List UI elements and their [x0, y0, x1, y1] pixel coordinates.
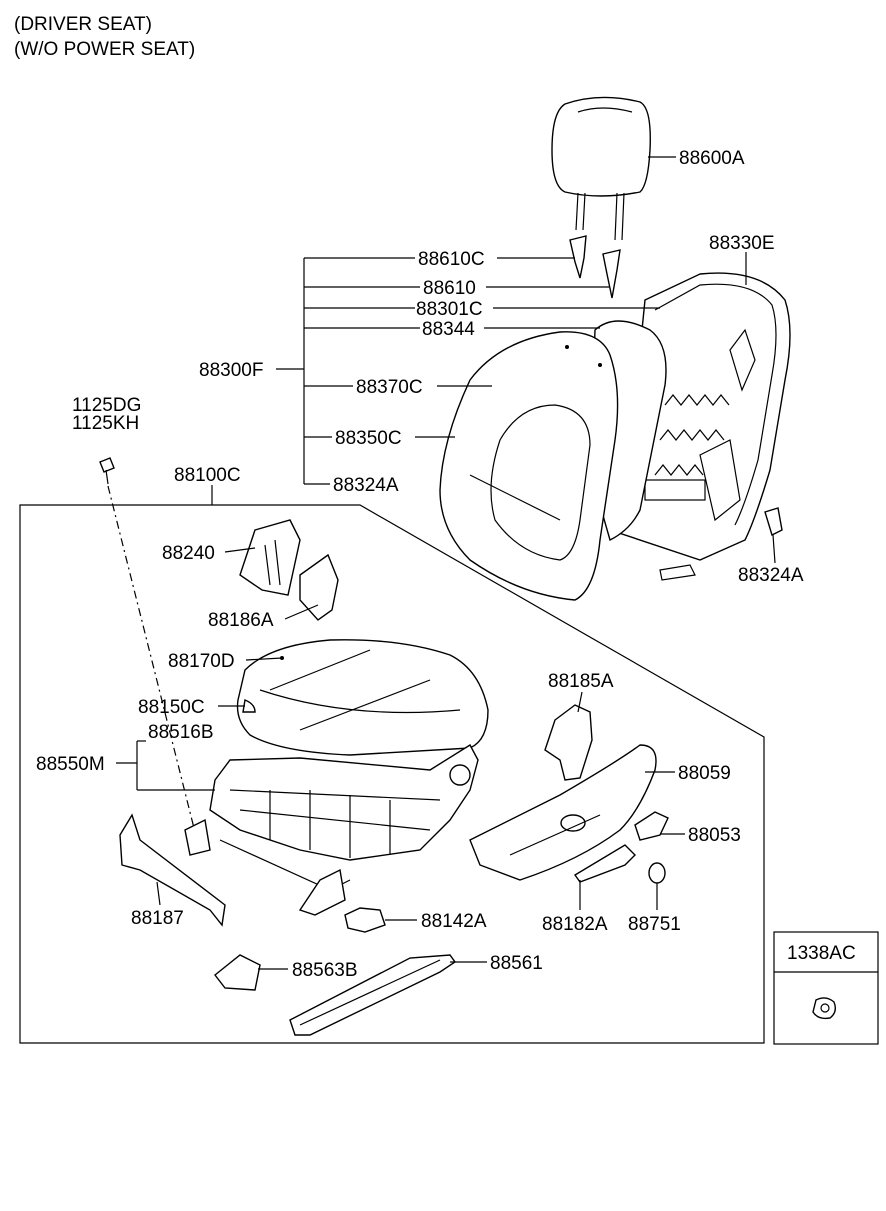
label-88142A: 88142A	[421, 911, 487, 932]
cover-88563B-drawing	[214, 954, 261, 991]
label-88170D: 88170D	[168, 651, 235, 672]
label-88370C: 88370C	[356, 377, 423, 398]
headrest-drawing	[551, 96, 651, 299]
label-1125DG: 1125DG	[72, 395, 141, 416]
label-88344: 88344	[422, 319, 475, 340]
leader-lines	[116, 156, 776, 970]
label-88187: 88187	[131, 908, 184, 929]
label-88053: 88053	[688, 825, 741, 846]
label-88182A: 88182A	[542, 914, 608, 935]
label-88301C: 88301C	[416, 299, 483, 320]
label-88600A: 88600A	[679, 148, 745, 169]
clip-88142A-drawing	[344, 907, 386, 933]
hook-88324A-right	[764, 507, 783, 536]
part-1338AC-box	[773, 931, 879, 1045]
label-88186A: 88186A	[208, 610, 274, 631]
rail-88561-drawing	[289, 954, 456, 1036]
assembly-88100C-box	[19, 504, 765, 1044]
label-88150C: 88150C	[138, 697, 205, 718]
label-88751: 88751	[628, 914, 681, 935]
label-1125KH: 1125KH	[72, 413, 139, 434]
label-88300F: 88300F	[199, 360, 263, 381]
label-88185A: 88185A	[548, 671, 614, 692]
label-88561: 88561	[490, 953, 543, 974]
side-shield-88187-drawing	[119, 813, 226, 927]
label-88350C: 88350C	[335, 428, 402, 449]
seatback-cover-drawing	[439, 331, 619, 601]
header-driver-seat: (DRIVER SEAT)	[14, 14, 152, 35]
label-88324A-right: 88324A	[738, 565, 804, 586]
knob-88751-drawing	[648, 862, 666, 884]
label-1338AC: 1338AC	[787, 943, 856, 964]
label-88563B: 88563B	[292, 960, 358, 981]
bracket-88185A-drawing	[544, 704, 593, 781]
label-88240: 88240	[162, 543, 215, 564]
bolt-drawing	[99, 457, 198, 841]
lever-88182A-drawing	[573, 844, 636, 883]
label-88059: 88059	[678, 763, 731, 784]
label-88516B: 88516B	[148, 722, 214, 743]
header-without-power-seat: (W/O POWER SEAT)	[14, 39, 195, 60]
label-88324A-left: 88324A	[333, 475, 399, 496]
bracket-88240-drawing	[239, 519, 339, 621]
cover-88053-drawing	[634, 811, 669, 841]
seat-cushion-drawing	[236, 639, 489, 756]
clip-1338AC-drawing	[812, 997, 837, 1020]
label-88610C: 88610C	[418, 249, 485, 270]
side-shield-88059-drawing	[469, 744, 657, 881]
label-88610: 88610	[423, 278, 476, 299]
label-88100C: 88100C	[174, 465, 241, 486]
seat-frame-drawing	[184, 744, 479, 916]
label-88330E: 88330E	[709, 233, 775, 254]
label-88550M: 88550M	[36, 754, 105, 775]
